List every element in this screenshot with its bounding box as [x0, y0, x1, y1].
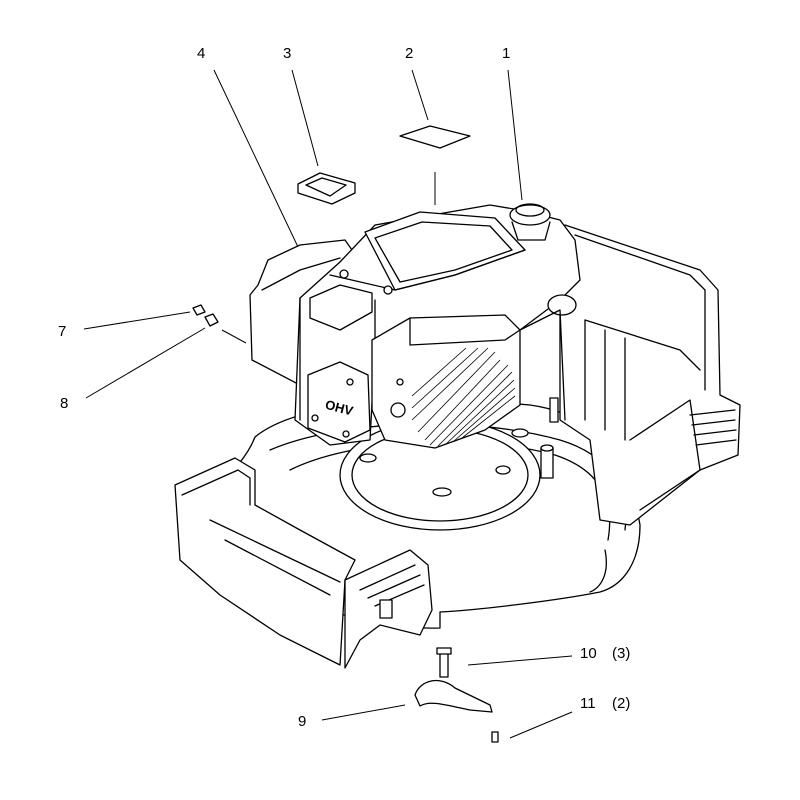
- part-3-seal: [297, 172, 356, 205]
- callout-10: 10: [580, 645, 597, 662]
- deck-post: [540, 447, 554, 479]
- front-bumper-line: [224, 539, 331, 596]
- callout-3: 3: [283, 45, 292, 62]
- callout-7: 7: [58, 323, 67, 340]
- leader-line-3: [291, 69, 319, 167]
- leader-line-9: [321, 704, 406, 721]
- muffler-screw: [396, 378, 404, 386]
- cover-screw: [346, 378, 354, 386]
- engine-side: [519, 309, 566, 421]
- leader-line-4: [213, 69, 299, 248]
- leader-line-8: [85, 327, 206, 399]
- muffler-guard-top: [409, 317, 521, 346]
- ohv-cover: [307, 361, 371, 443]
- fuel-cap: [509, 204, 551, 226]
- part-7-screw: [192, 304, 206, 316]
- rear-housing-line: [584, 319, 701, 371]
- part-11-screw: [491, 731, 499, 743]
- front-bumper-line: [209, 519, 341, 583]
- decal-recess: [374, 221, 513, 283]
- callout-4: 4: [197, 45, 206, 62]
- leader-line-11: [509, 711, 573, 739]
- rear-housing-ribs: [584, 319, 626, 441]
- callout-11-qty: (2): [612, 695, 631, 712]
- deck-post-top: [540, 444, 554, 452]
- shroud-window: [309, 284, 373, 331]
- callout-9: 9: [298, 713, 307, 730]
- callout-10-qty: (3): [612, 645, 631, 662]
- part-9-clip: [414, 679, 493, 713]
- fuel-cap-top: [515, 203, 545, 217]
- rear-housing-edge: [574, 234, 706, 391]
- loose-parts: [192, 125, 499, 743]
- cover-screw: [342, 430, 350, 438]
- leader-line-2: [411, 69, 429, 121]
- part-10-bolt: [439, 651, 449, 678]
- centerline-bolt: [221, 329, 247, 344]
- shroud-screw: [339, 269, 349, 279]
- mower-deck: [174, 224, 741, 669]
- callout-8: 8: [60, 395, 69, 412]
- mount-hole: [495, 465, 511, 475]
- part-8-nut: [204, 313, 219, 327]
- muffler-bolt: [390, 402, 406, 418]
- bracket-slot: [379, 599, 393, 619]
- callout-11: 11: [580, 695, 596, 712]
- engine: OHV: [249, 203, 581, 449]
- rear-wheel-bracket-ribs: [689, 409, 737, 446]
- part-2-decal: [399, 125, 471, 149]
- engine-badge: OHV: [324, 397, 355, 419]
- cover-screw: [311, 414, 319, 422]
- mount-hole: [359, 453, 377, 463]
- part-3-seal-inner: [305, 177, 347, 197]
- leader-line-1: [507, 69, 523, 201]
- front-bumper-edge: [181, 469, 251, 506]
- callout-2: 2: [405, 45, 414, 62]
- rear-housing-line: [629, 399, 701, 471]
- fuel-neck: [511, 221, 551, 241]
- shroud-crease: [329, 249, 526, 291]
- mount-hole: [511, 428, 529, 438]
- part-10-bolt-head: [436, 647, 452, 655]
- deck-rib-3: [589, 549, 607, 593]
- shroud-screw: [383, 285, 393, 295]
- leader-line-10: [467, 655, 573, 666]
- mount-hole: [432, 487, 452, 497]
- leader-lines: [83, 69, 573, 739]
- leader-line-7: [83, 311, 191, 330]
- callout-1: 1: [502, 45, 511, 62]
- muffler-guard: [371, 314, 521, 449]
- starter-handle: [547, 294, 577, 316]
- rear-housing-line: [639, 469, 701, 511]
- deck-post: [549, 397, 559, 423]
- air-cleaner-edge: [261, 257, 341, 291]
- muffler-grille: [411, 347, 516, 447]
